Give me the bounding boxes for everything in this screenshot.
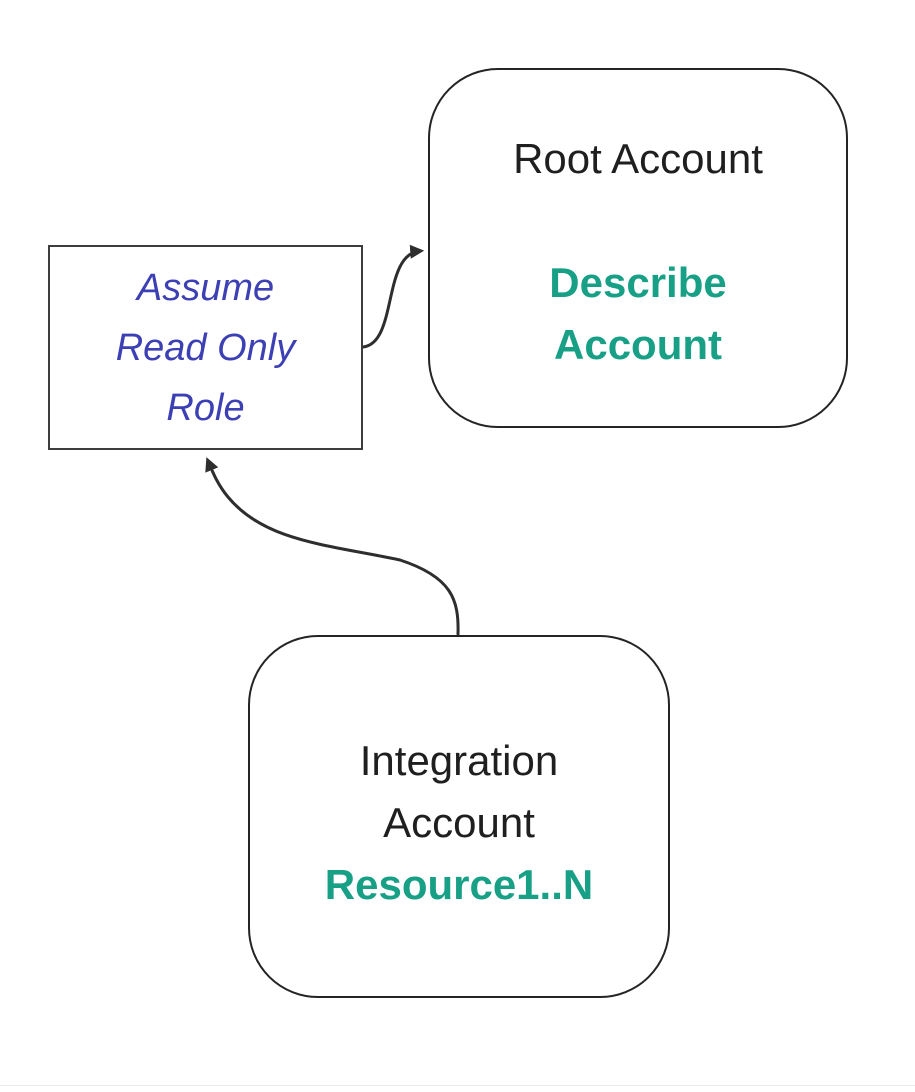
assume-role-label-line: Read Only — [115, 326, 296, 369]
root-account-action-line: Describe — [549, 259, 727, 306]
assume-role-label-line: Role — [166, 386, 245, 429]
root-account-title: Root Account — [513, 135, 763, 182]
assume-role-label-line: Assume — [136, 266, 275, 309]
root-account-action-line: Account — [554, 321, 722, 368]
integration-account-title-line: Account — [383, 799, 535, 846]
edge-assume-role-to-root-account — [361, 244, 425, 349]
integration-account-title-line: Integration — [359, 737, 559, 784]
node-root-account: Root Account Describe Account — [428, 68, 848, 428]
bottom-hairline-divider — [0, 1085, 915, 1086]
integration-account-resource-label: Resource1..N — [324, 861, 594, 908]
node-assume-read-only-role: Assume Read Only Role — [48, 245, 363, 450]
edge-integration-account-to-assume-role — [205, 457, 460, 636]
root-account-action: Describe Account — [549, 252, 726, 376]
node-integration-account: Integration Account Resource1..N — [248, 635, 670, 998]
